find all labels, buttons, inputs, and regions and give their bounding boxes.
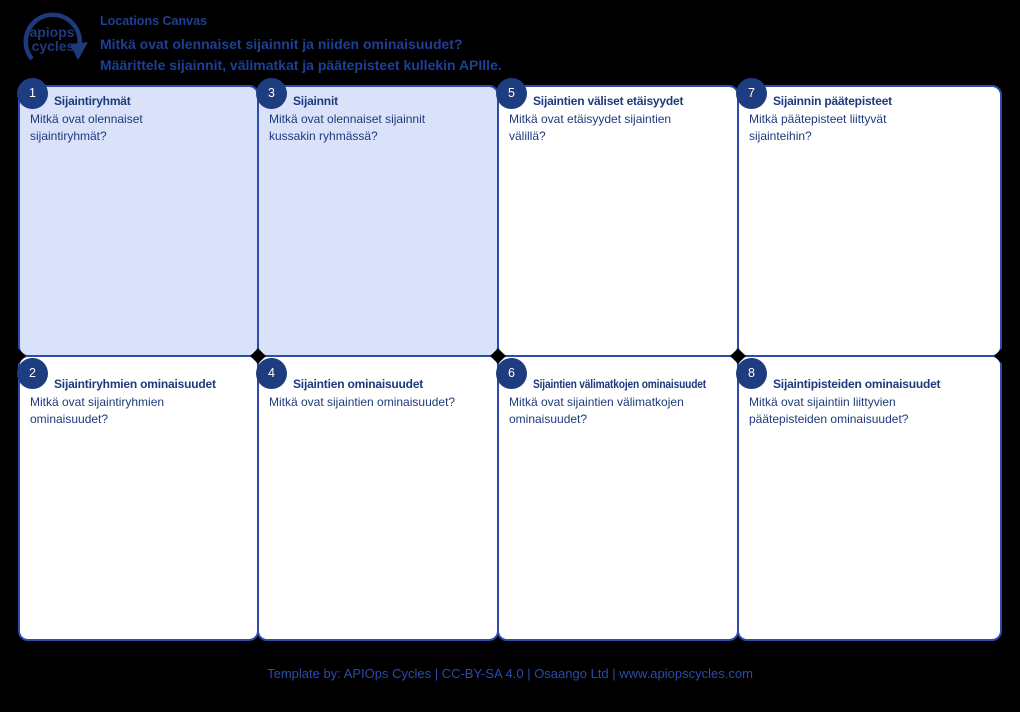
cell-title: Sijaintiryhmien ominaisuudet: [54, 377, 216, 391]
cell-title: Sijainnin päätepisteet: [773, 94, 892, 108]
cell-number-badge: 3: [256, 78, 287, 109]
cell-number-badge: 7: [736, 78, 767, 109]
cell-sijaintipisteiden-ominaisuudet[interactable]: 8 Sijaintipisteiden ominaisuudet Mitkä o…: [736, 355, 1002, 641]
cell-sijaintiryhmat[interactable]: 1 Sijaintiryhmät Mitkä ovat olennaiset s…: [17, 78, 259, 357]
header-instruction: Määrittele sijainnit, välimatkat ja päät…: [100, 57, 502, 73]
cell-description: Mitkä ovat sijaintien ominaisuudet?: [269, 395, 456, 409]
svg-text:cycles: cycles: [32, 38, 75, 54]
cell-sijainnin-paatepisteet[interactable]: 7 Sijainnin päätepisteet Mitkä päätepist…: [736, 78, 1002, 357]
cell-title: Sijaintien välimatkojen ominaisuudet: [533, 377, 706, 391]
cell-number-badge: 8: [736, 358, 767, 389]
cell-description: Mitkä ovat sijaintiin liittyvien päätepi…: [749, 395, 909, 426]
cell-description: Mitkä päätepisteet liittyvät sijainteihi…: [749, 112, 887, 143]
cell-description: Mitkä ovat olennaiset sijaintiryhmät?: [30, 112, 143, 143]
cell-description: Mitkä ovat sijaintien välimatkojen omina…: [509, 395, 684, 426]
cell-title: Sijaintien ominaisuudet: [293, 377, 424, 391]
cell-description: Mitkä ovat etäisyydet sijaintien välillä…: [509, 112, 672, 143]
cell-number-badge: 1: [17, 78, 48, 109]
cell-sijaintiryhmien-ominaisuudet[interactable]: 2 Sijaintiryhmien ominaisuudet Mitkä ova…: [17, 355, 259, 641]
cell-sijaintien-valimatkojen-ominaisuudet[interactable]: 6 Sijaintien välimatkojen ominaisuudet M…: [496, 355, 739, 641]
cell-number-badge: 4: [256, 358, 287, 389]
cell-number-badge: 6: [496, 358, 527, 389]
cell-title: Sijainnit: [293, 94, 338, 108]
cell-title: Sijaintipisteiden ominaisuudet: [773, 377, 941, 391]
header-question: Mitkä ovat olennaiset sijainnit ja niide…: [100, 36, 463, 52]
page-title: Locations Canvas: [100, 14, 207, 28]
cell-title: Sijaintiryhmät: [54, 94, 131, 108]
svg-text:apiops: apiops: [29, 24, 74, 40]
cell-title: Sijaintien väliset etäisyydet: [533, 94, 684, 108]
footer-credit: Template by: APIOps Cycles | CC-BY-SA 4.…: [267, 666, 753, 681]
cell-number-badge: 2: [17, 358, 48, 389]
cell-sijaintien-valiset-etaisyydet[interactable]: 5 Sijaintien väliset etäisyydet Mitkä ov…: [496, 78, 739, 357]
cell-description: Mitkä ovat olennaiset sijainnit kussakin…: [269, 112, 426, 143]
cell-sijaintien-ominaisuudet[interactable]: 4 Sijaintien ominaisuudet Mitkä ovat sij…: [256, 355, 499, 641]
apiops-cycles-logo-icon: apiops cycles: [23, 12, 88, 61]
cell-description: Mitkä ovat sijaintiryhmien ominaisuudet?: [30, 395, 165, 426]
cell-number-badge: 5: [496, 78, 527, 109]
cell-sijainnit[interactable]: 3 Sijainnit Mitkä ovat olennaiset sijain…: [256, 78, 499, 357]
